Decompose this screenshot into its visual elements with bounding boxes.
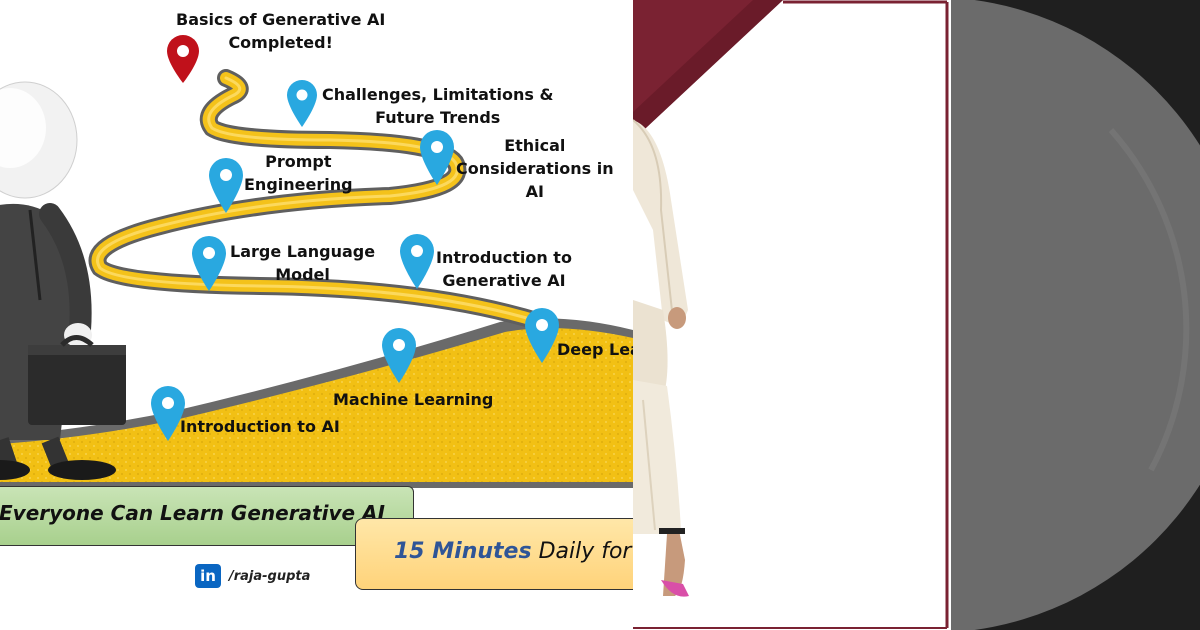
linkedin-handle[interactable]: in /raja-gupta	[195, 564, 310, 588]
daily-rest: Daily for	[531, 539, 632, 564]
map-pin-icon-ethical	[420, 130, 454, 185]
map-pin-icon-intro-ai	[151, 386, 185, 441]
milestone-label-intro-ai: Introduction to AI	[180, 415, 340, 438]
milestone-line: Prompt	[265, 152, 332, 171]
milestone-line: Large Language	[230, 242, 376, 261]
milestone-line: Deep Lea	[557, 340, 633, 359]
dark-decor-panel	[951, 0, 1200, 630]
milestone-line: Basics of Generative AI	[176, 10, 386, 29]
milestone-line: Considerations in	[456, 159, 614, 178]
map-pin-icon-challenges	[287, 80, 317, 127]
roadmap-panel: Basics of Generative AI Completed! Chall…	[0, 8, 633, 590]
milestone-label-ethical: Ethical Considerations in AI	[456, 134, 614, 203]
milestone-label-llm: Large Language Model	[230, 240, 375, 286]
road-illustration	[0, 35, 633, 488]
tagline-banner: Everyone Can Learn Generative AI	[0, 486, 414, 546]
map-pin-icon-ml	[382, 328, 416, 383]
milestone-line: AI	[525, 182, 544, 201]
milestone-line: Challenges, Limitations &	[322, 85, 554, 104]
milestone-line: Completed!	[228, 33, 333, 52]
milestone-label-prompt: Prompt Engineering	[244, 150, 353, 196]
fashion-illustration	[633, 0, 951, 630]
businessman-figure	[0, 81, 126, 480]
milestone-line: Engineering	[244, 175, 353, 194]
milestone-line: Introduction to	[436, 248, 572, 267]
daily-banner: 15 Minutes Daily for	[355, 518, 633, 590]
map-pin-icon-prompt	[209, 158, 243, 213]
milestone-line: Future Trends	[375, 108, 501, 127]
linkedin-icon: in	[195, 564, 221, 588]
linkedin-handle-text: /raja-gupta	[229, 568, 311, 584]
map-pin-icon-llm	[192, 236, 226, 291]
milestone-label-deep-learning: Deep Lea	[557, 338, 633, 361]
milestone-line: Introduction to AI	[180, 417, 340, 436]
circle-decoration	[951, 0, 1200, 630]
tagline-text: Everyone Can Learn Generative AI	[0, 501, 385, 525]
milestone-label-completed: Basics of Generative AI Completed!	[176, 8, 385, 54]
milestone-line: Machine Learning	[333, 390, 494, 409]
daily-highlight: 15 Minutes	[394, 539, 532, 564]
milestone-label-gen-ai: Introduction to Generative AI	[436, 246, 572, 292]
map-pin-icon-deep-learning	[525, 308, 559, 363]
milestone-line: Generative AI	[442, 271, 566, 290]
map-pin-icon-completed	[167, 35, 199, 83]
fashion-panel	[633, 0, 951, 630]
milestone-label-ml: Machine Learning	[333, 388, 493, 411]
milestone-label-challenges: Challenges, Limitations & Future Trends	[322, 83, 553, 129]
daily-text: 15 Minutes Daily for	[394, 539, 631, 564]
map-pin-icon-gen-ai	[400, 234, 434, 289]
milestone-line: Model	[275, 265, 330, 284]
milestone-line: Ethical	[504, 136, 566, 155]
